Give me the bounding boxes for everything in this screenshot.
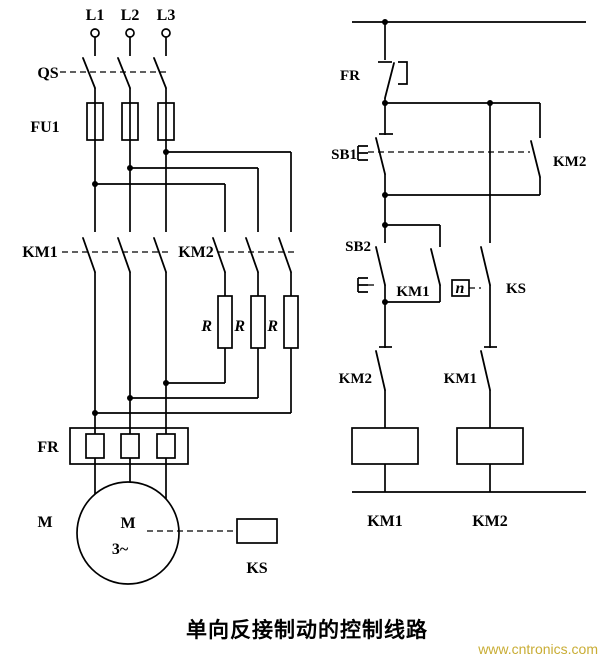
diagram-title: 单向反接制动的控制线路 — [186, 618, 428, 642]
control-junction-dots — [382, 19, 493, 305]
km1-coil-box — [351, 427, 419, 465]
km2-main-label: KM2 — [178, 244, 214, 261]
watermark: www.cntronics.com — [477, 641, 598, 657]
resistor-label-1: R — [200, 318, 212, 335]
ks-speed-switch-box — [236, 518, 278, 544]
km1-interlock-label: KM1 — [444, 371, 477, 387]
resistor-label-2: R — [233, 318, 245, 335]
km2-main-contacts — [212, 237, 298, 296]
km2-branch-taps — [95, 151, 292, 232]
resistor-icon — [217, 295, 233, 349]
phase-label-l1: L1 — [86, 7, 105, 24]
terminal-l2 — [125, 28, 135, 38]
fu1-fuses — [86, 102, 175, 141]
resistor-label-3: R — [266, 318, 278, 335]
km2-interlock-contact — [375, 346, 392, 428]
sb1-label: SB1 — [331, 147, 357, 163]
fr-heater-icon — [120, 433, 140, 459]
sb2-label: SB2 — [345, 239, 371, 255]
fu1-label: FU1 — [30, 119, 59, 136]
km1-seal-label: KM1 — [396, 284, 429, 300]
terminal-l1 — [90, 28, 100, 38]
km1-coil-label: KM1 — [367, 513, 403, 530]
fr-heater-icon — [156, 433, 176, 459]
speed-n-label: n — [456, 280, 465, 297]
motor-outer-label: M — [37, 514, 52, 531]
fr-main-label: FR — [37, 439, 59, 456]
phase-label-l3: L3 — [157, 7, 176, 24]
km1-sealing-contact — [385, 224, 441, 303]
motor — [76, 481, 278, 585]
fr-heater-icon — [85, 433, 105, 459]
stop-button-sb1 — [357, 133, 530, 243]
fr-thermal-relay — [69, 427, 189, 465]
braking-resistors — [95, 295, 299, 414]
km2-hold-label: KM2 — [553, 154, 586, 170]
km1-coil — [351, 427, 419, 492]
km2-holding-contact — [385, 102, 541, 196]
resistor-icon — [283, 295, 299, 349]
ks-speed-contact — [451, 103, 491, 348]
resistor-icon — [250, 295, 266, 349]
start-button-sb2 — [357, 246, 386, 348]
qs-label: QS — [37, 65, 58, 82]
km2-coil-label: KM2 — [472, 513, 508, 530]
control-supply-lines — [352, 21, 586, 493]
km2-coil-box — [456, 427, 524, 465]
phase-supply-wires — [90, 28, 171, 56]
qs-disconnect-switch — [60, 57, 170, 103]
motor-inner-phase: 3~ — [112, 541, 129, 558]
motor-inner-m: M — [120, 515, 135, 532]
fr-relay-box — [69, 427, 189, 465]
terminal-l3 — [161, 28, 171, 38]
km1-main-contacts — [62, 237, 170, 273]
km1-interlock-contact — [480, 346, 497, 428]
phase-label-l2: L2 — [121, 7, 140, 24]
fr-control-label: FR — [340, 68, 360, 84]
ks-main-label: KS — [246, 560, 267, 577]
main-junction-dots — [92, 149, 169, 416]
km1-main-label: KM1 — [22, 244, 58, 261]
km2-interlock-label: KM2 — [339, 371, 372, 387]
fr-nc-contact — [378, 22, 408, 135]
motor-circle — [76, 481, 180, 585]
ks-control-label: KS — [506, 281, 526, 297]
km2-coil — [456, 427, 524, 492]
